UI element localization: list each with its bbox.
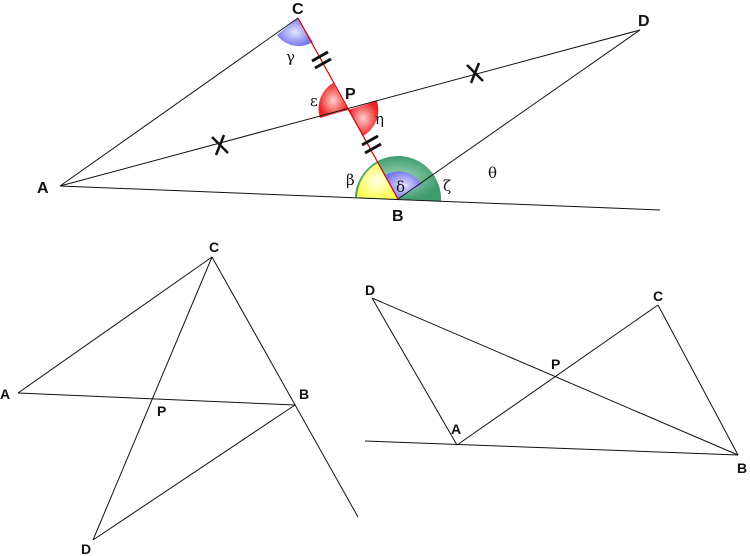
segment-AC-2 xyxy=(17,256,213,394)
angle-label-delta: δ xyxy=(396,178,405,196)
figure-2: A B C D P xyxy=(0,239,359,556)
label-C-2: C xyxy=(209,239,219,255)
angle-label-eta: η xyxy=(375,110,384,128)
label-A-3: A xyxy=(451,421,461,437)
label-C-1: C xyxy=(292,1,304,18)
segment-CD-2 xyxy=(92,256,213,541)
angle-sector-gamma xyxy=(277,18,313,47)
segment-AD xyxy=(59,29,641,187)
label-D-1: D xyxy=(638,13,650,30)
angle-label-theta: θ xyxy=(488,164,497,182)
angle-sector-eta xyxy=(348,101,379,136)
line-CB-extended-2 xyxy=(211,256,359,518)
label-D-2: D xyxy=(81,541,91,556)
angle-label-beta: β xyxy=(346,171,355,189)
label-A-2: A xyxy=(0,386,10,402)
figure-1: A B C D P γ ε η β δ ζ θ xyxy=(37,1,661,225)
segment-BD xyxy=(397,29,641,200)
tick-marks-CP xyxy=(311,50,332,70)
segment-DB-2 xyxy=(92,404,296,541)
label-B-3: B xyxy=(737,460,747,476)
label-P-1: P xyxy=(345,86,356,103)
segment-AC xyxy=(59,17,299,187)
cross-mark-AP xyxy=(211,134,229,156)
label-A-1: A xyxy=(37,180,49,197)
segment-AC-3 xyxy=(456,304,659,446)
cross-mark-PD xyxy=(466,62,484,84)
angle-sector-beta xyxy=(357,163,398,199)
label-D-3: D xyxy=(365,282,375,298)
angle-sector-delta xyxy=(385,171,422,199)
segment-CB xyxy=(297,17,399,200)
label-P-2: P xyxy=(157,403,166,419)
line-AB-extended-3 xyxy=(364,440,739,456)
figure-3: D C P A B xyxy=(364,282,747,476)
angle-label-gamma: γ xyxy=(286,48,295,66)
line-AB-extended xyxy=(59,185,661,211)
segment-CB-3 xyxy=(657,304,739,456)
tick-marks-PB xyxy=(361,134,382,155)
angle-sector-epsilon xyxy=(318,83,348,118)
label-P-3: P xyxy=(551,356,560,372)
segment-AB-2 xyxy=(17,392,296,406)
segment-DA-3 xyxy=(371,297,458,446)
angle-label-epsilon: ε xyxy=(310,92,318,110)
angle-sectors xyxy=(277,18,442,201)
angle-label-zeta: ζ xyxy=(443,177,451,195)
label-B-2: B xyxy=(299,386,309,402)
label-C-3: C xyxy=(653,288,663,304)
label-B-1: B xyxy=(392,208,404,225)
